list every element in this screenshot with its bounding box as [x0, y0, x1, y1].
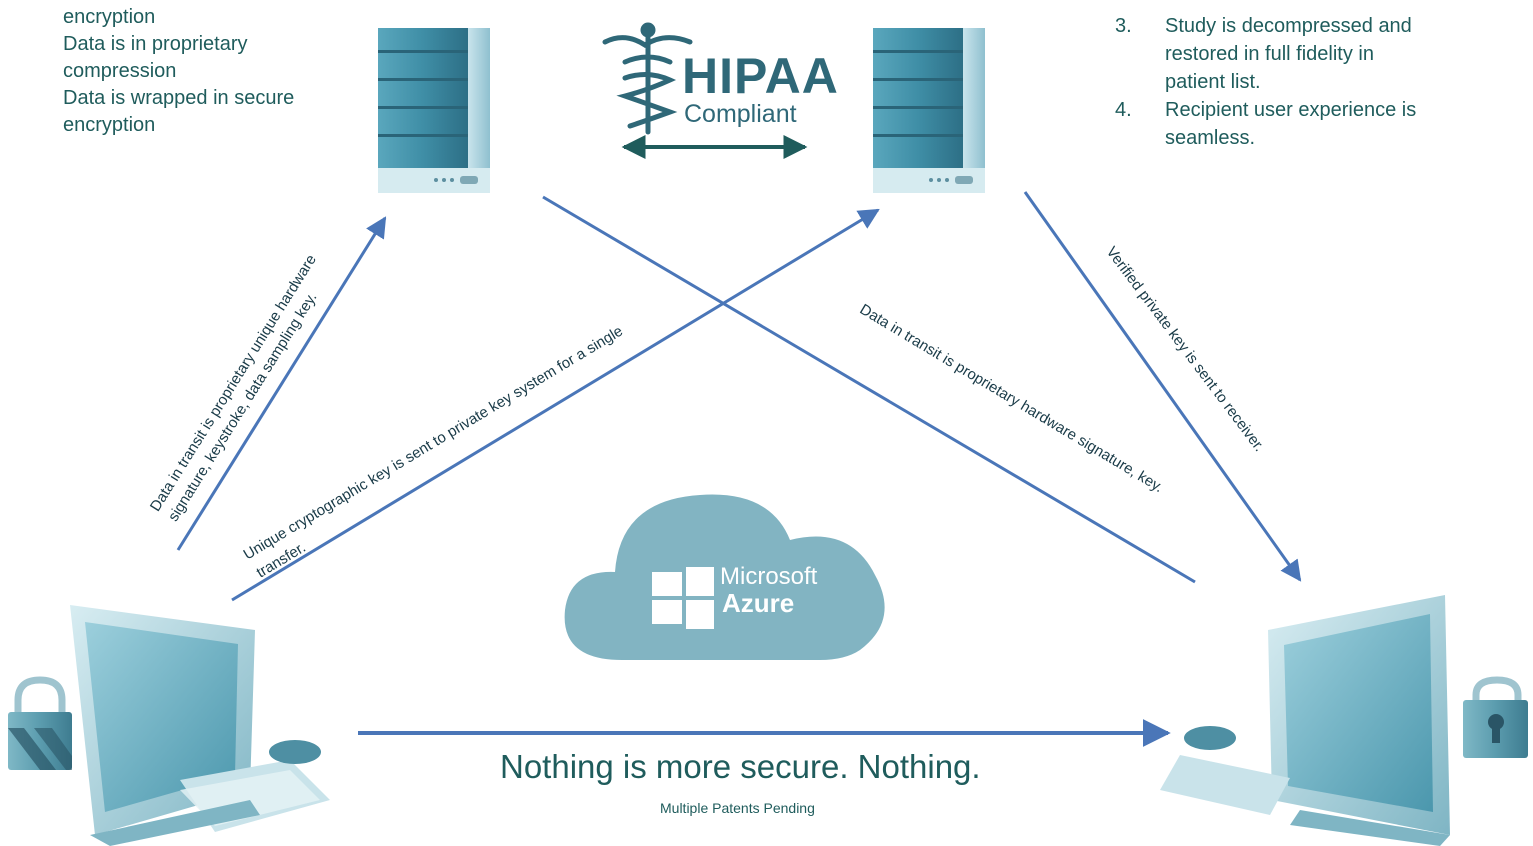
tagline: Nothing is more secure. Nothing.	[500, 748, 981, 785]
step-line: patient list.	[1165, 71, 1261, 93]
step-line: Study is decompressed and	[1165, 15, 1412, 37]
caduceus-icon	[602, 22, 693, 135]
arrow-left-to-right-server	[231, 208, 880, 602]
step-line: restored in full fidelity in	[1165, 43, 1374, 65]
arrow-server-to-right-computer	[542, 195, 1196, 584]
arrow-left-to-server	[176, 216, 387, 551]
left-note-3: compression	[63, 60, 177, 82]
windows-logo-icon	[652, 567, 714, 629]
arrow-right-server-to-receiver	[1023, 191, 1302, 582]
computer-icon	[70, 605, 330, 846]
left-note-2: Data is in proprietary	[63, 33, 248, 55]
padlock-icon	[1463, 676, 1528, 758]
left-note-1: encryption	[63, 6, 156, 28]
step-3: 3. Study is decompressed and restored in…	[1115, 12, 1416, 96]
step-line: Recipient user experience is	[1165, 99, 1417, 121]
hipaa-subtitle: Compliant	[684, 100, 797, 128]
computer-icon	[1160, 595, 1450, 846]
azure-brand-line2: Azure	[722, 588, 795, 618]
step-line: seamless.	[1165, 127, 1256, 149]
hipaa-title: HIPAA	[682, 48, 839, 104]
step-number: 3.	[1115, 15, 1132, 37]
left-notes: encryption Data is in proprietary compre…	[63, 4, 294, 139]
right-steps: 3. Study is decompressed and restored in…	[1115, 12, 1416, 152]
cloud-icon	[564, 494, 885, 660]
patents-note: Multiple Patents Pending	[660, 800, 815, 816]
step-4: 4. Recipient user experience is seamless…	[1115, 96, 1416, 152]
left-note-4: Data is wrapped in secure	[63, 87, 295, 109]
left-note-5: encryption	[63, 114, 156, 136]
padlock-icon	[8, 676, 72, 770]
step-number: 4.	[1115, 99, 1132, 121]
server-icon	[873, 28, 985, 193]
server-icon	[378, 28, 490, 193]
azure-brand-line1: Microsoft	[720, 563, 818, 590]
